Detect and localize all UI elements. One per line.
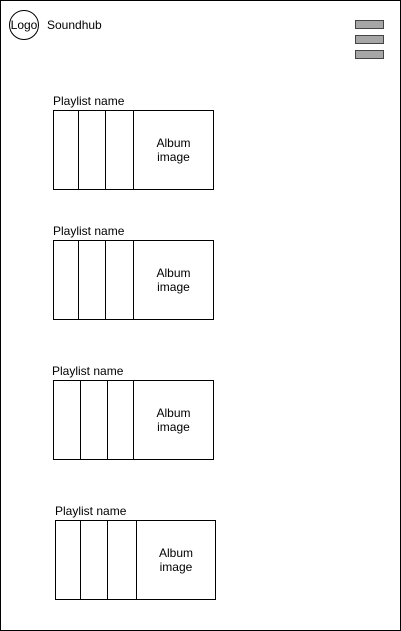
playlist-name: Playlist name [53, 94, 125, 108]
track-slot [54, 381, 81, 459]
playlist-card[interactable]: Album image [53, 380, 214, 460]
app-name: Soundhub [47, 18, 102, 32]
track-slot [54, 111, 79, 189]
menu-bar-1 [355, 20, 384, 29]
menu-bar-3 [355, 50, 384, 59]
album-image: Album image [158, 546, 193, 574]
track-slot [79, 111, 106, 189]
track-slot [108, 521, 137, 599]
playlist-name: Playlist name [55, 504, 127, 518]
logo[interactable]: Logo [9, 10, 39, 40]
album-image: Album image [156, 266, 191, 294]
album-image: Album image [156, 136, 191, 164]
playlist-card[interactable]: Album image [53, 240, 214, 320]
playlist-card[interactable]: Album image [55, 520, 216, 600]
track-slot [106, 111, 134, 189]
track-slot [81, 521, 108, 599]
track-slot [106, 241, 134, 319]
track-slot [56, 521, 81, 599]
logo-label: Logo [10, 18, 38, 32]
track-slot [79, 241, 106, 319]
menu-bar-2 [355, 35, 384, 44]
track-slot [108, 381, 134, 459]
playlist-card[interactable]: Album image [53, 110, 214, 190]
playlist-name: Playlist name [53, 224, 125, 238]
playlist-name: Playlist name [52, 364, 124, 378]
track-slot [81, 381, 108, 459]
track-slot [54, 241, 79, 319]
album-image: Album image [156, 406, 191, 434]
